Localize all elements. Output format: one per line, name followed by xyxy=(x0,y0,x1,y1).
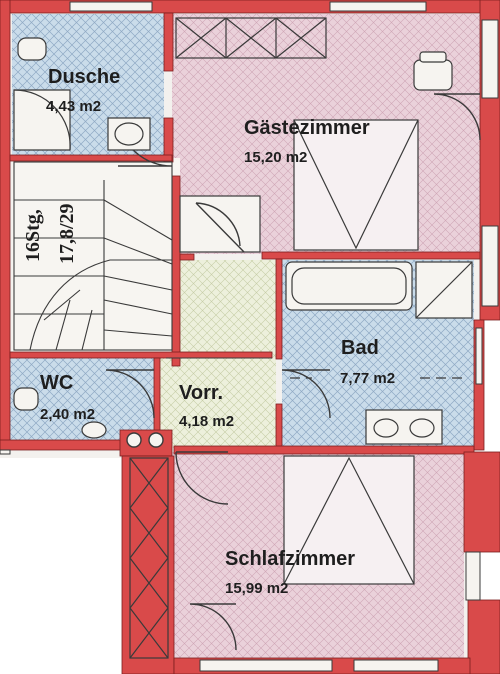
room-area-vorr: 4,18 m2 xyxy=(179,413,235,430)
bed-master xyxy=(283,455,415,585)
doors xyxy=(105,93,481,651)
shower-fixtures xyxy=(13,37,151,151)
wardrobe-left xyxy=(129,457,169,659)
room-area-gaestezimmer: 15,20 m2 xyxy=(244,149,308,166)
room-name-gaestezimmer: Gästezimmer xyxy=(244,117,370,139)
vorr-floor xyxy=(160,358,276,448)
wardrobe-top xyxy=(175,17,327,59)
room-area-bad: 7,77 m2 xyxy=(340,370,396,387)
bed-guest xyxy=(293,119,419,251)
room-name-vorr: Vorr. xyxy=(179,382,224,404)
stair-steps-label: 16Stg, xyxy=(22,209,44,262)
room-area-dusche: 4,43 m2 xyxy=(46,98,102,115)
room-name-bad: Bad xyxy=(341,337,379,359)
chair-icon xyxy=(413,51,453,91)
room-name-dusche: Dusche xyxy=(48,66,121,88)
cabinet xyxy=(179,195,261,253)
stair-rise-run-label: 17,8/29 xyxy=(56,203,78,264)
chimney-icon xyxy=(126,432,164,448)
room-name-schlafzimmer: Schlafzimmer xyxy=(225,548,356,570)
room-area-schlafzimmer: 15,99 m2 xyxy=(225,580,289,597)
wc-fixtures xyxy=(13,387,107,439)
hall-floor xyxy=(180,260,276,360)
room-name-wc: WC xyxy=(40,372,74,394)
bath-fixtures xyxy=(285,261,473,445)
staircase xyxy=(13,161,173,351)
room-area-wc: 2,40 m2 xyxy=(40,406,96,423)
